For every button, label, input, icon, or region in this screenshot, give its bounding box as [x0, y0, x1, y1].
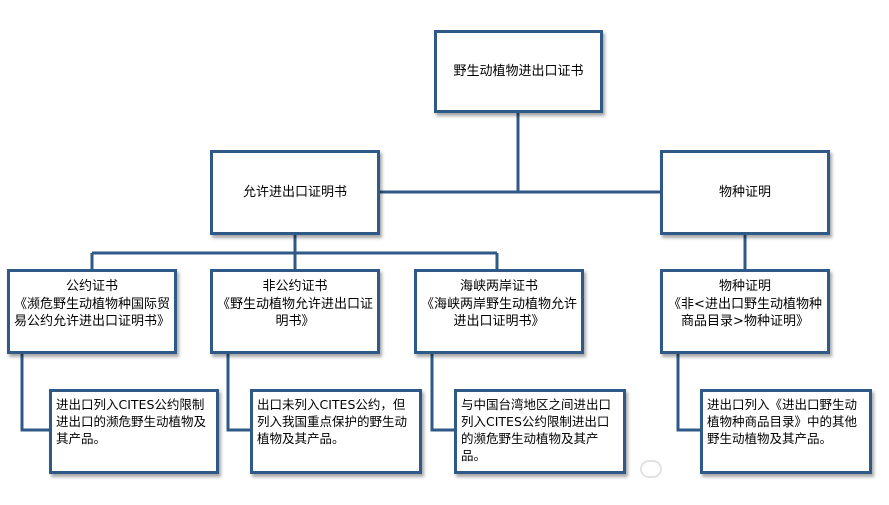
convention-desc-node: 进出口列入CITES公约限制进出口的濒危野生动植物及其产品。 — [49, 389, 219, 474]
watermark — [640, 458, 880, 488]
root-label: 野生动植物进出口证书 — [453, 63, 584, 79]
wechat-icon — [640, 460, 662, 478]
non-convention-desc-node: 出口未列入CITES公约，但列入我国重点保护的野生动植物及其产品。 — [250, 389, 422, 474]
species-proof-subtitle: 《非<进出口野生动植物种商品目录>物种证明》 — [668, 297, 822, 329]
convention-cert-title: 公约证书 — [65, 279, 118, 294]
species-label: 物种证明 — [718, 184, 771, 200]
non-convention-desc-text: 出口未列入CITES公约，但列入我国重点保护的野生动植物及其产品。 — [257, 397, 408, 446]
non-convention-cert-title: 非公约证书 — [262, 279, 328, 294]
cross-strait-desc-text: 与中国台湾地区之间进出口列入CITES公约限制进出口的濒危野生动植物及其产品。 — [461, 397, 612, 463]
permit-node: 允许进出口证明书 — [210, 150, 380, 235]
cross-strait-cert-node: 海峡两岸证书 《海峡两岸野生动植物允许进出口证明书》 — [414, 269, 584, 354]
non-convention-cert-node: 非公约证书 《野生动植物允许进出口证明书》 — [210, 269, 380, 354]
convention-cert-subtitle: 《濒危野生动植物种国际贸易公约允许进出口证明书》 — [14, 297, 171, 329]
species-desc-node: 进出口列入《进出口野生动植物种商品目录》中的其他野生动植物及其产品。 — [700, 389, 872, 474]
convention-desc-text: 进出口列入CITES公约限制进出口的濒危野生动植物及其产品。 — [56, 397, 207, 446]
convention-cert-node: 公约证书 《濒危野生动植物种国际贸易公约允许进出口证明书》 — [7, 269, 177, 354]
species-desc-text: 进出口列入《进出口野生动植物种商品目录》中的其他野生动植物及其产品。 — [707, 397, 858, 446]
species-node: 物种证明 — [660, 150, 830, 235]
root-node: 野生动植物进出口证书 — [434, 30, 603, 113]
species-proof-title: 物种证明 — [718, 279, 771, 294]
cross-strait-desc-node: 与中国台湾地区之间进出口列入CITES公约限制进出口的濒危野生动植物及其产品。 — [454, 389, 626, 474]
permit-label: 允许进出口证明书 — [242, 184, 347, 200]
non-convention-cert-subtitle: 《野生动植物允许进出口证明书》 — [217, 297, 374, 329]
cross-strait-cert-subtitle: 《海峡两岸野生动植物允许进出口证明书》 — [421, 297, 578, 329]
cross-strait-cert-title: 海峡两岸证书 — [459, 279, 538, 294]
species-proof-node: 物种证明 《非<进出口野生动植物种商品目录>物种证明》 — [660, 269, 830, 354]
